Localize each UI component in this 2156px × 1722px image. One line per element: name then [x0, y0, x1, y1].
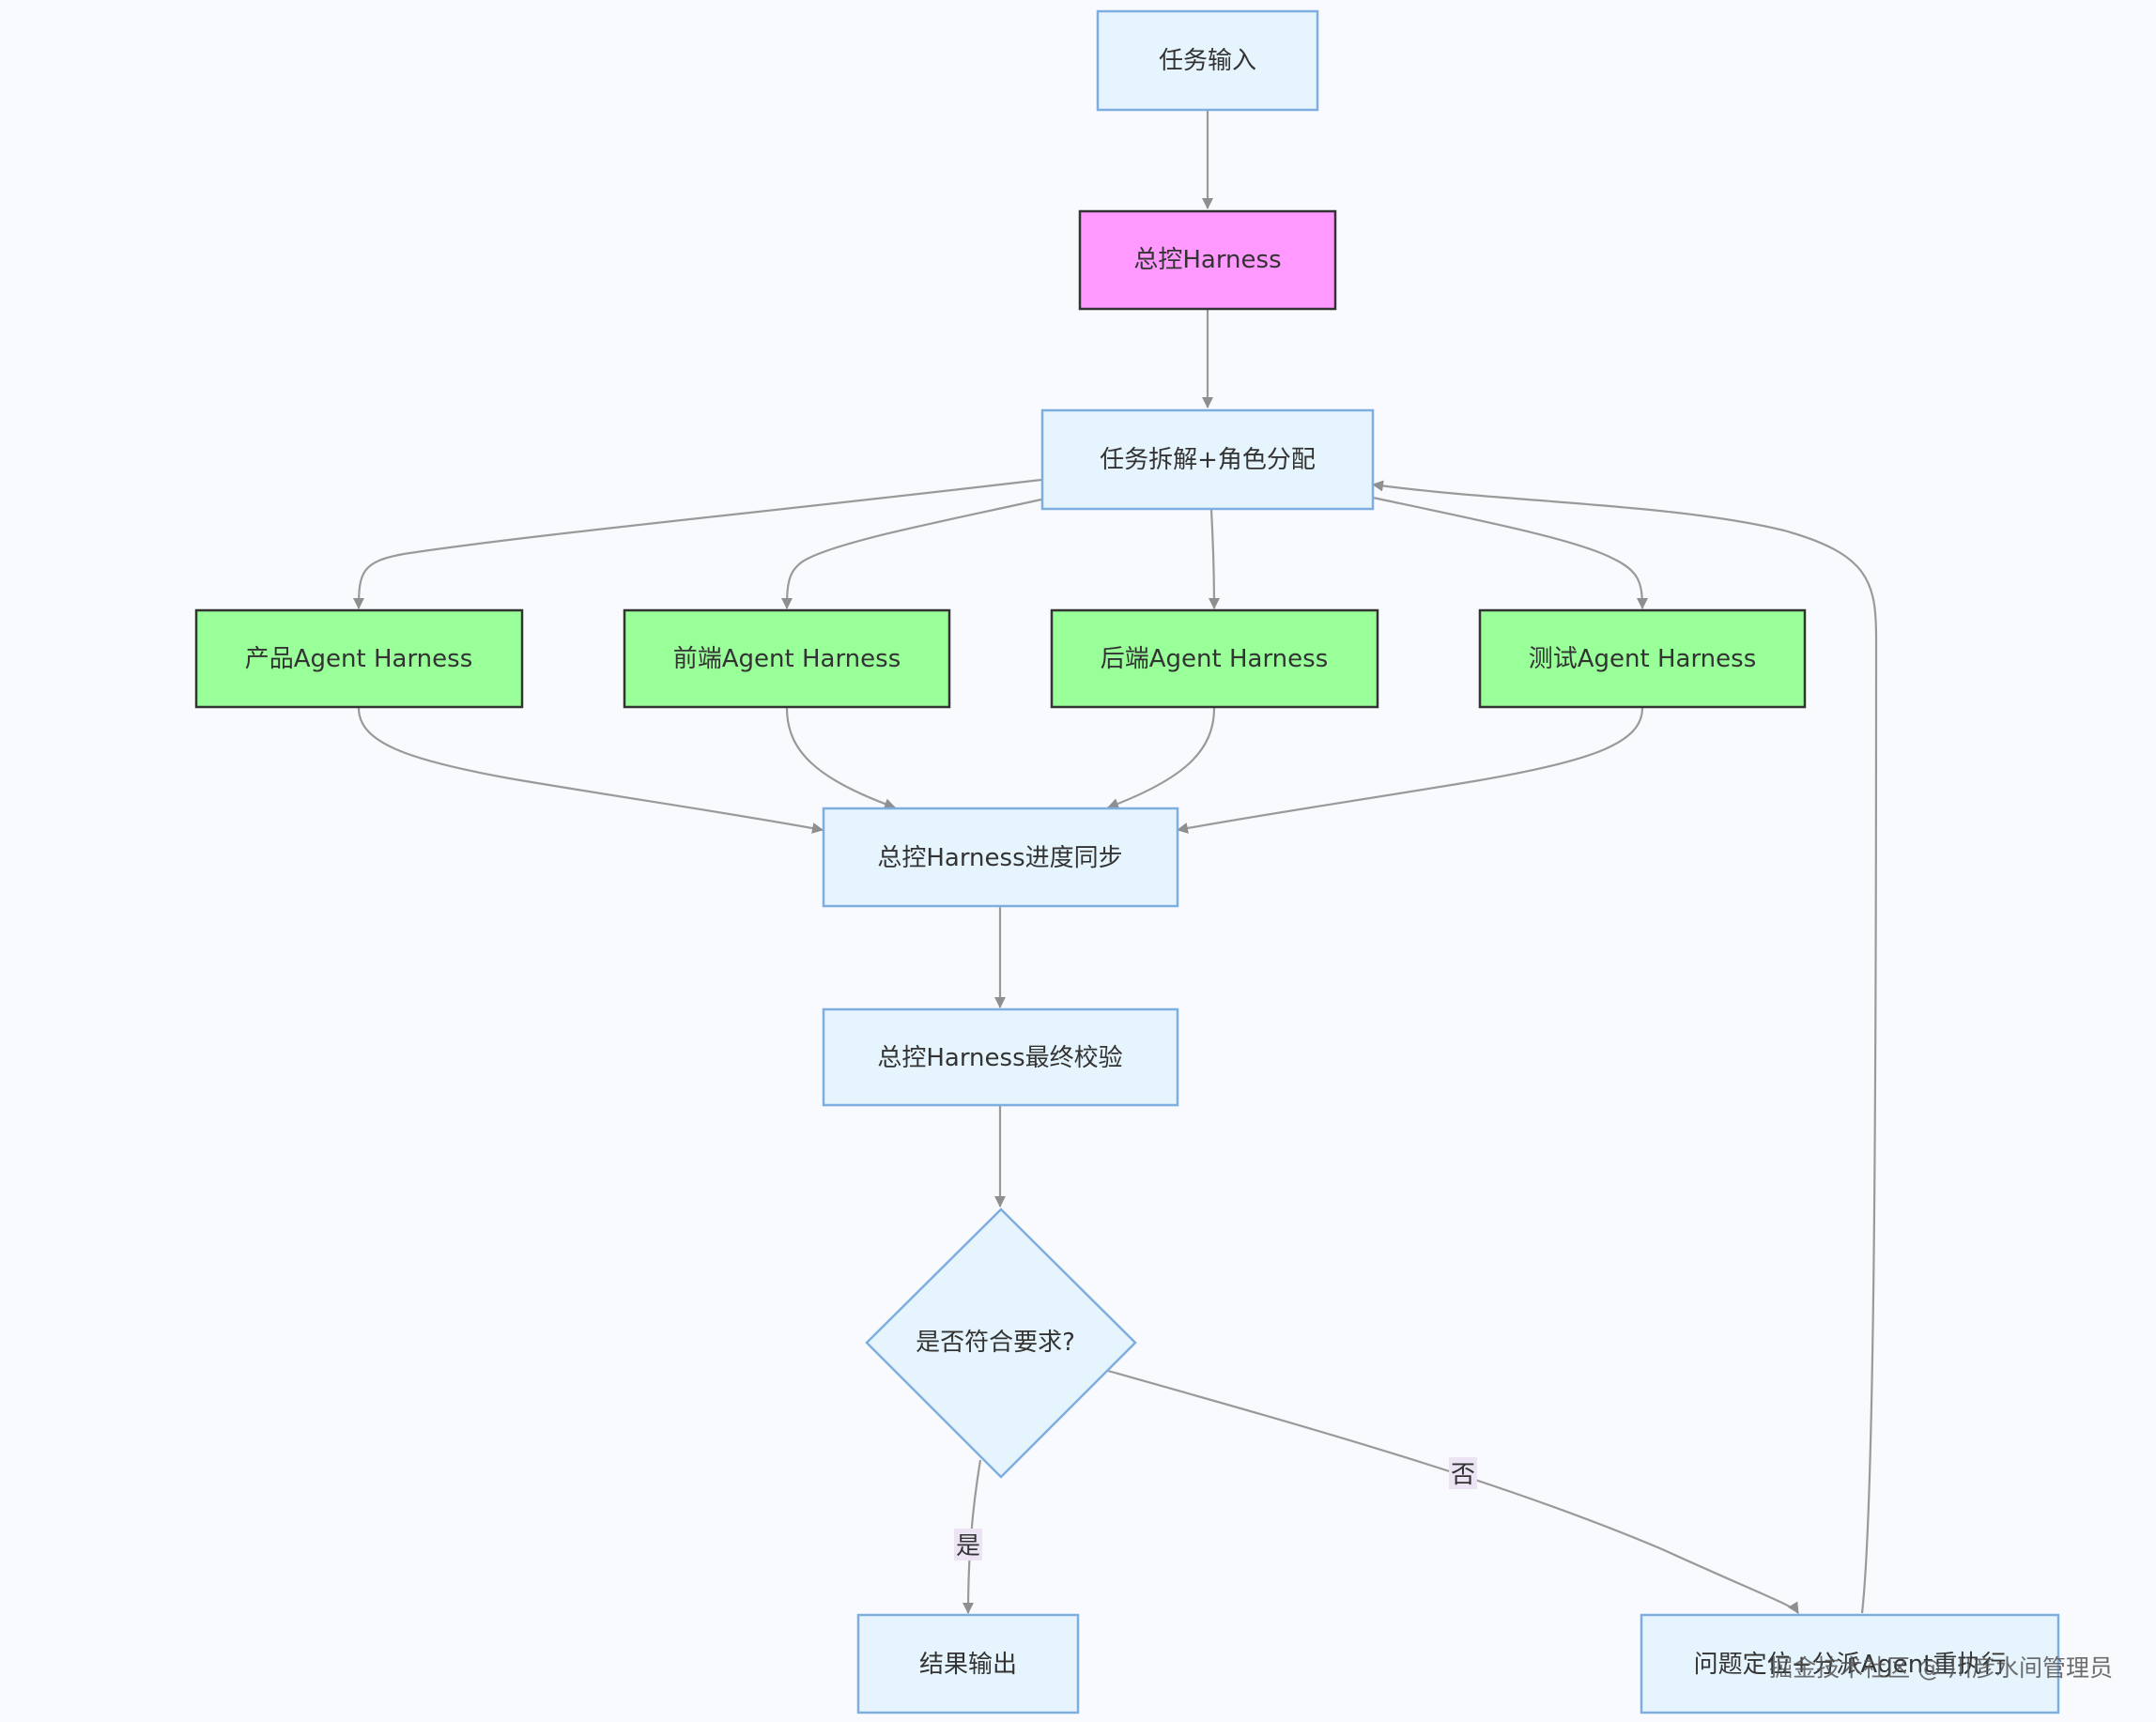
node-decompose[interactable]: 任务拆解+角色分配	[1040, 408, 1375, 511]
edge-decision-to-rework	[1107, 1369, 1799, 1614]
svg-text:产品Agent Harness: 产品Agent Harness	[245, 645, 473, 673]
svg-text:否: 否	[1451, 1461, 1475, 1489]
edge-backend-to-sync	[1107, 707, 1216, 809]
svg-text:是否符合要求?: 是否符合要求?	[916, 1329, 1075, 1357]
node-decision[interactable]: 是否符合要求?	[865, 1207, 1137, 1479]
svg-text:任务输入: 任务输入	[1159, 47, 1256, 75]
node-rework[interactable]: 问题定位+分派Agent重执行	[1640, 1613, 2060, 1714]
svg-text:总控Harness最终校验: 总控Harness最终校验	[877, 1044, 1122, 1072]
node-final-check[interactable]: 总控Harness最终校验	[822, 1007, 1179, 1107]
edge-label-yes: 是	[954, 1529, 982, 1561]
edge-decompose-to-test	[1372, 496, 1648, 609]
edge-label-no: 否	[1449, 1457, 1477, 1489]
edge-decompose-to-backend	[1208, 509, 1220, 609]
svg-text:问题定位+分派Agent重执行: 问题定位+分派Agent重执行	[1694, 1651, 2007, 1679]
node-backend-agent[interactable]: 后端Agent Harness	[1050, 608, 1379, 709]
node-result-output[interactable]: 结果输出	[856, 1613, 1080, 1714]
edge-test-to-sync	[1177, 707, 1644, 834]
svg-text:结果输出: 结果输出	[919, 1651, 1017, 1679]
node-progress-sync[interactable]: 总控Harness进度同步	[822, 807, 1179, 908]
edge-frontend-to-sync	[785, 707, 896, 809]
edge-product-to-sync	[357, 707, 824, 834]
node-test-agent[interactable]: 测试Agent Harness	[1478, 608, 1807, 709]
edge-decompose-to-product	[353, 478, 1042, 609]
node-master-harness[interactable]: 总控Harness	[1078, 209, 1337, 311]
edge-rework-to-decompose	[1372, 480, 1878, 1614]
svg-text:后端Agent Harness: 后端Agent Harness	[1101, 645, 1329, 673]
node-frontend-agent[interactable]: 前端Agent Harness	[623, 608, 951, 709]
svg-text:测试Agent Harness: 测试Agent Harness	[1529, 645, 1757, 673]
node-task-input[interactable]: 任务输入	[1096, 9, 1319, 112]
watermark-text: 掘金技术社区 @ 川彦水间管理员	[1769, 1654, 2113, 1682]
svg-text:总控Harness进度同步: 总控Harness进度同步	[877, 844, 1122, 872]
edge-decompose-to-frontend	[781, 498, 1042, 609]
svg-text:总控Harness: 总控Harness	[1133, 246, 1281, 274]
svg-text:前端Agent Harness: 前端Agent Harness	[673, 645, 901, 673]
node-product-agent[interactable]: 产品Agent Harness	[194, 608, 524, 709]
svg-text:是: 是	[956, 1532, 980, 1561]
svg-text:任务拆解+角色分配: 任务拆解+角色分配	[1100, 446, 1316, 474]
